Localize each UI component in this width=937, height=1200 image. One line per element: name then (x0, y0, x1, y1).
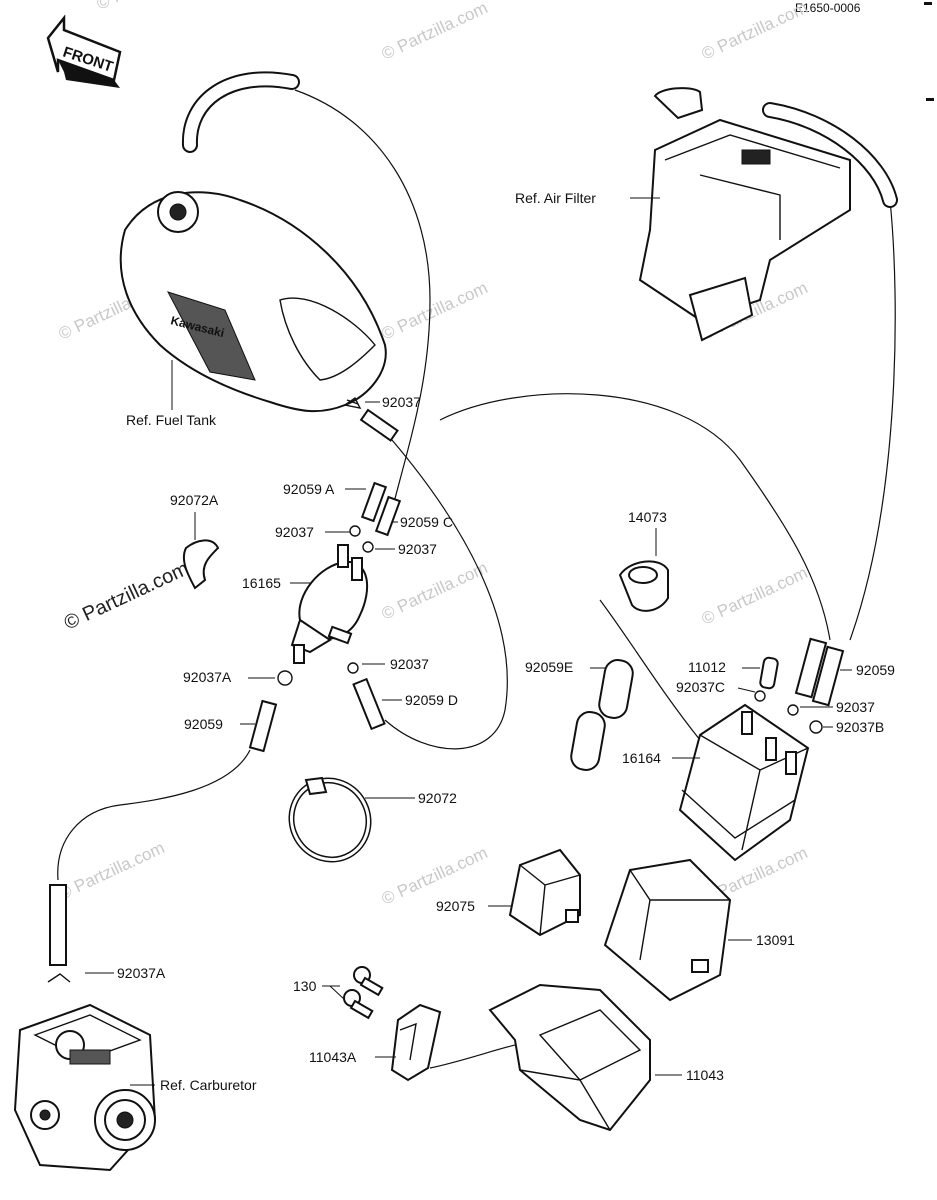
clip-icon (277, 670, 293, 686)
label-14073: 14073 (628, 509, 667, 525)
label-92037a-bot: 92037A (117, 965, 166, 981)
watermark-text: © Partzilla.com (699, 0, 811, 64)
vent-hose (181, 71, 300, 153)
hose-carb (49, 884, 67, 966)
band-92072 (288, 776, 372, 863)
edge-mark (926, 98, 934, 101)
watermark-text: © Partzilla.com (379, 278, 491, 344)
label-92059d: 92059 D (405, 692, 458, 708)
clamp-92072a (182, 539, 220, 590)
label-92059-left: 92059 (184, 716, 223, 732)
clip-icon (347, 662, 359, 674)
clip-icon (754, 690, 766, 702)
fuel-tank: Kawasaki (119, 191, 387, 413)
air-filter (638, 87, 851, 342)
elbow-fitting (653, 87, 704, 120)
cap-11012 (759, 656, 779, 690)
label-16164: 16164 (622, 750, 661, 766)
label-92037-top: 92037 (382, 394, 421, 410)
label-92037-right: 92037 (398, 541, 437, 557)
watermark-text: © Partzilla.com (56, 838, 168, 904)
bracket-11043a (390, 1003, 442, 1082)
label-11012: 11012 (688, 659, 726, 675)
label-92037b: 92037B (836, 719, 884, 735)
watermark-text: © Partzilla.com (94, 0, 206, 14)
canister-16164 (678, 703, 810, 862)
hose-92059-right (794, 637, 828, 699)
hose-92059a (360, 481, 388, 523)
tray-11043 (488, 983, 651, 1132)
label-16165: 16165 (242, 575, 281, 591)
bolt-icon (353, 966, 384, 997)
carburetor (13, 1003, 157, 1172)
ref-carburetor-label: Ref. Carburetor (160, 1077, 257, 1093)
label-92072: 92072 (418, 790, 457, 806)
edge-mark (924, 2, 932, 5)
label-92037-r2: 92037 (836, 699, 875, 715)
label-92059c: 92059 C (400, 514, 453, 530)
ref-fuel-tank-label: Ref. Fuel Tank (126, 412, 217, 428)
label-11043a: 11043A (309, 1049, 357, 1065)
watermark-text: © Partzilla.com (699, 563, 811, 629)
hose-92059c (374, 495, 402, 537)
hose-92059d (352, 677, 386, 731)
watermark-main: © Partzilla.com (61, 558, 192, 635)
clip-icon (809, 720, 823, 734)
label-92037c: 92037C (676, 679, 725, 695)
label-92075: 92075 (436, 898, 475, 914)
clip-icon (787, 704, 799, 716)
label-92059a: 92059 A (283, 481, 335, 497)
label-92072a: 92072A (170, 492, 219, 508)
hose-92059e (598, 659, 634, 719)
label-13091: 13091 (756, 932, 795, 948)
clip-icon (362, 541, 374, 553)
hose-piece (359, 408, 399, 442)
clip-icon (349, 525, 361, 537)
case-13091 (603, 858, 732, 1002)
bracket-92075 (508, 848, 581, 937)
front-arrow-icon: FRONT (46, 14, 122, 88)
label-11043: 11043 (686, 1067, 724, 1083)
bolt-icon (343, 989, 374, 1020)
label-92059-right: 92059 (856, 662, 895, 678)
label-92037-left: 92037 (275, 524, 314, 540)
hose-92059-left (248, 699, 278, 753)
label-92059e: 92059E (525, 659, 573, 675)
label-130: 130 (293, 978, 317, 994)
watermark-text: © Partzilla.com (379, 0, 491, 64)
diagram-code: E1650-0006 (795, 1, 861, 15)
tank-decal-stripe (166, 291, 256, 381)
label-92037-lower: 92037 (390, 656, 429, 672)
fuel-filter-16165 (290, 544, 369, 664)
label-92037a-mid: 92037A (183, 669, 232, 685)
watermark-text: © Partzilla.com (379, 558, 491, 624)
clip-icon (47, 973, 71, 983)
ref-air-filter-label: Ref. Air Filter (515, 190, 596, 206)
